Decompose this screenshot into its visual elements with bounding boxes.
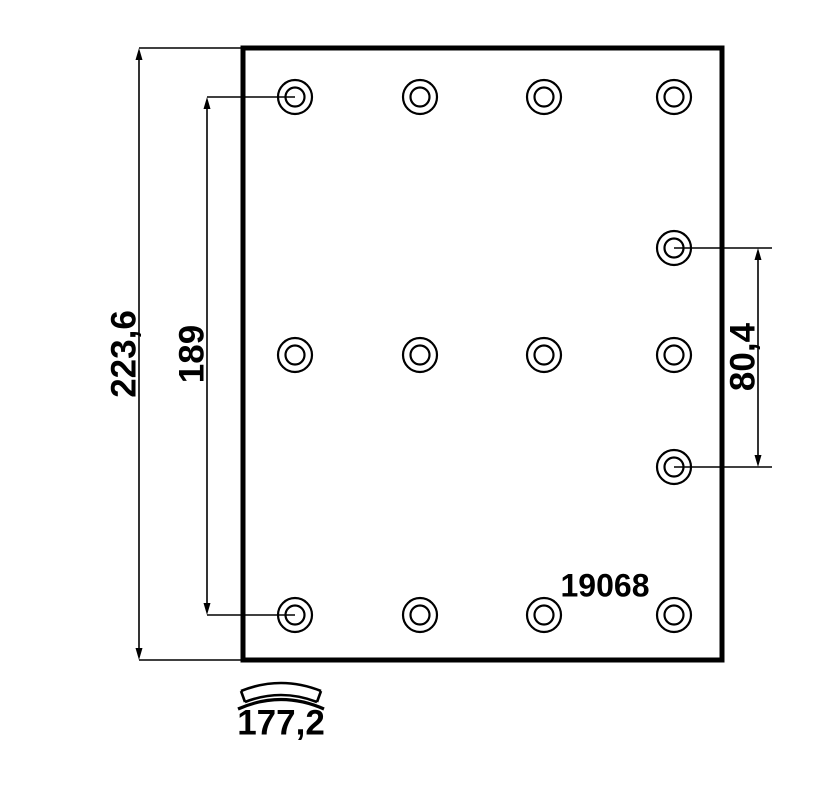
hole	[655, 596, 693, 634]
plate-outline	[240, 45, 725, 663]
hole-row-top	[276, 78, 693, 116]
dimension-label-223-6: 223,6	[104, 310, 143, 398]
arrowhead-bottom	[135, 648, 143, 660]
hole	[525, 78, 563, 116]
arc-outer	[240, 681, 322, 693]
dimension-label-177-2: 177,2	[237, 703, 325, 742]
arrowhead-top	[135, 48, 143, 60]
hole	[655, 336, 693, 374]
dimension-label-80-4: 80,4	[723, 322, 762, 391]
hole	[401, 78, 439, 116]
arrowhead-bottom	[203, 603, 211, 615]
hole-row-middle	[276, 336, 693, 374]
dimension-label-189: 189	[172, 325, 211, 383]
dimension-189: 189	[172, 96, 295, 616]
arc-middle	[244, 693, 318, 704]
hole	[276, 336, 314, 374]
arrowhead-top	[754, 248, 762, 260]
arc-end-right	[315, 690, 323, 703]
plate-rectangle	[240, 45, 725, 663]
arrowhead-top	[203, 97, 211, 109]
hole	[655, 78, 693, 116]
dimension-80-4: 80,4	[674, 247, 772, 468]
hole	[401, 336, 439, 374]
hole	[525, 336, 563, 374]
hole	[525, 596, 563, 634]
arc-end-left	[239, 690, 247, 703]
dimension-223-6: 223,6	[104, 47, 243, 661]
arc-inner	[237, 697, 325, 711]
arrowhead-bottom	[754, 455, 762, 467]
part-number-label: 19068	[561, 567, 650, 603]
hole	[401, 596, 439, 634]
curved-profile-detail	[237, 681, 325, 711]
